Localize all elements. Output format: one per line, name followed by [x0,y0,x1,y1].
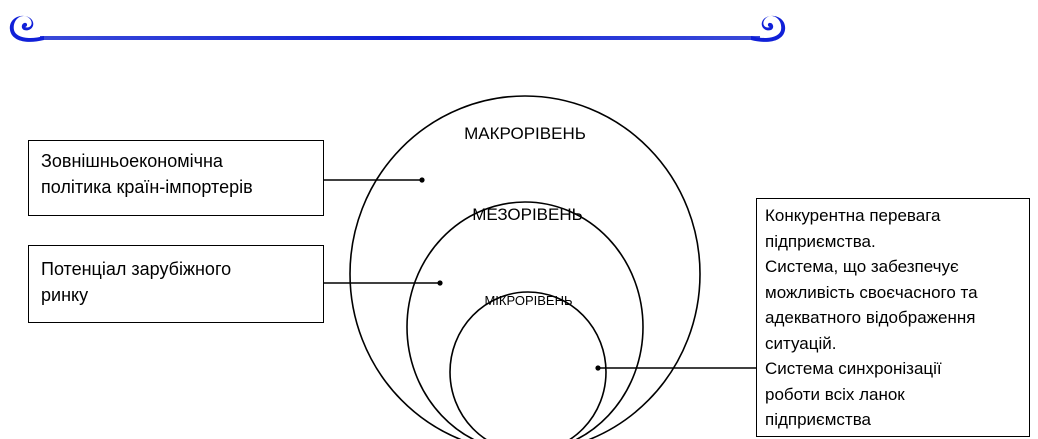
macro-factor-line-1: Зовнішньоекономічна [41,151,223,171]
micro-factor-line-8: роботи всіх ланок [765,384,905,404]
macro-level-label: МАКРОРІВЕНЬ [464,124,586,143]
macro-factor-line-2: політика країн-імпортерів [41,177,253,197]
micro-level-circle [449,291,607,439]
header-line [40,36,760,40]
header-decoration [9,15,786,42]
micro-factor-line-9: підприємства [765,410,872,429]
meso-factor-box: Потенціал зарубіжного ринку [28,245,324,323]
right-ornament-icon [751,15,786,42]
macro-factor-box: Зовнішньоекономічна політика країн-імпор… [28,140,324,216]
micro-factor-line-6: ситуацій. [765,333,837,353]
micro-level-label: МІКРОРІВЕНЬ [484,293,573,308]
meso-level-circle [406,201,644,439]
meso-factor-line-2: ринку [41,285,89,305]
micro-factor-line-7: Система синхронізації [765,359,942,378]
meso-level-label: МЕЗОРІВЕНЬ [472,205,583,224]
left-ornament-icon [9,15,45,42]
macro-level-circle [349,95,701,439]
micro-factors-box: Конкурентна перевага підприємства. Систе… [756,198,1030,437]
micro-factor-line-2: підприємства. [765,231,876,251]
micro-factor-line-3: Система, що забезпечує [765,257,959,276]
meso-connector-dot [437,280,443,286]
micro-connector-dot [595,365,601,371]
meso-factor-line-1: Потенціал зарубіжного [41,259,232,279]
macro-connector-dot [419,177,425,183]
micro-factor-line-1: Конкурентна перевага [765,206,941,225]
micro-factor-line-4: можливість своєчасного та [765,282,978,302]
micro-factor-line-5: адекватного відображення [765,308,976,327]
